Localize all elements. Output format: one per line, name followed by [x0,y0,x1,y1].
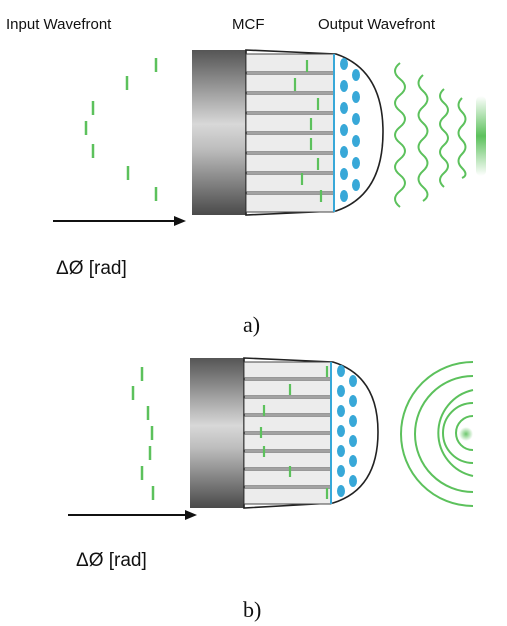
fiber-bundle-a [245,49,384,216]
phase-axis-arrow-a [53,216,186,226]
fiber-bundle-b [243,357,379,509]
caption-b: b) [243,597,262,622]
output-wavefront-arcs-b [400,361,474,507]
fiber-phase-marks-b [259,366,329,499]
phase-label-a: ΔØ [rad] [56,258,127,279]
header-mcf: MCF [232,16,265,33]
connector-a [192,50,246,215]
focus-spot-a [476,96,486,176]
header-output-wavefront: Output Wavefront [318,16,435,33]
fiber-cores-a [340,58,360,202]
caption-a: a) [243,312,261,337]
fiber-cores-b [337,365,357,497]
panel-a [53,49,486,226]
input-phase-dashes-a [84,58,158,201]
phase-axis-arrow-b [68,510,197,520]
fiber-phase-marks-a [293,60,323,202]
panel-b [68,357,474,520]
header-input-wavefront: Input Wavefront [6,16,112,33]
output-wavefront-waves-a [394,62,467,208]
focus-point-b [459,427,473,441]
phase-label-b: ΔØ [rad] [76,550,147,571]
connector-b [190,358,244,508]
input-phase-dashes-b [131,367,155,500]
